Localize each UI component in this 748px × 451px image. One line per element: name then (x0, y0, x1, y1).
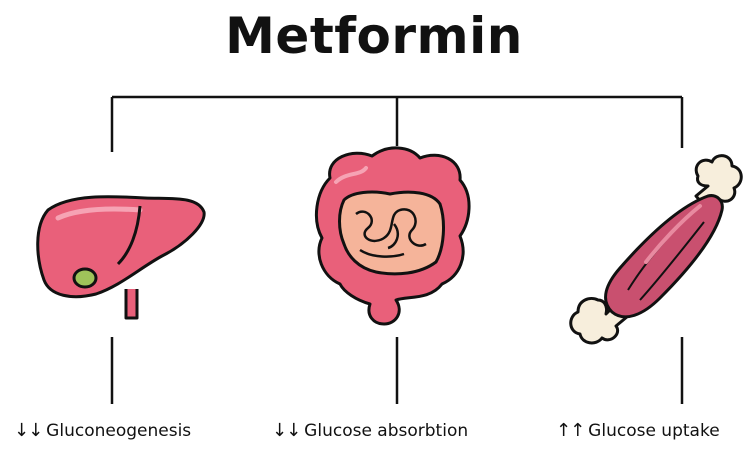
double-down-arrow-icon: ↓↓ (14, 420, 42, 441)
lower-stems (112, 337, 682, 404)
effect-label-liver: ↓↓ Gluconeogenesis (14, 420, 191, 441)
intestine-icon (316, 148, 469, 324)
effect-text: Glucose uptake (588, 421, 719, 441)
muscle-icon (571, 156, 742, 343)
double-up-arrow-icon: ↑↑ (556, 420, 584, 441)
liver-icon (38, 197, 204, 318)
effect-label-muscle: ↑↑ Glucose uptake (556, 420, 720, 441)
effect-text: Gluconeogenesis (46, 421, 191, 441)
effect-label-intestine: ↓↓ Glucose absorbtion (272, 420, 468, 441)
double-down-arrow-icon: ↓↓ (272, 420, 300, 441)
bracket-connector (112, 97, 682, 152)
effect-text: Glucose absorbtion (304, 421, 468, 441)
